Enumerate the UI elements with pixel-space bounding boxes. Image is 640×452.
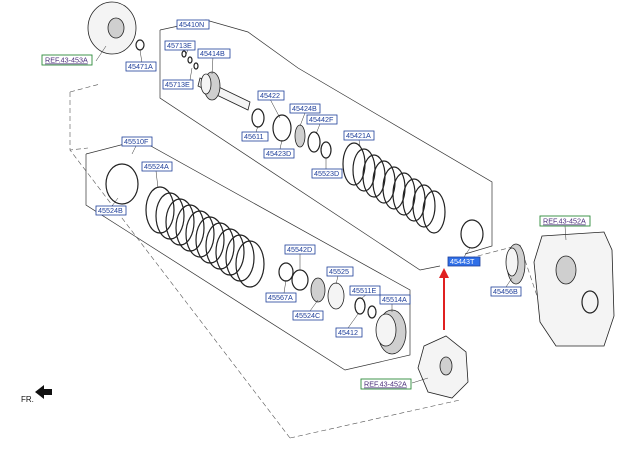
svg-text:REF.43-452A: REF.43-452A <box>543 217 586 226</box>
cover-plate <box>417 335 469 399</box>
svg-text:45524A: 45524A <box>144 162 169 171</box>
part-label-45456b[interactable]: 45456B <box>490 286 522 297</box>
shaft-rings <box>251 108 332 159</box>
drum-assembly <box>87 1 145 55</box>
svg-text:45422: 45422 <box>260 91 280 100</box>
ref-label-452a-right[interactable]: REF.43-452A <box>539 215 591 227</box>
part-label-45443t-selected[interactable]: 45443T <box>447 256 481 267</box>
front-direction-indicator: FR. <box>21 385 52 404</box>
part-label-45421a[interactable]: 45421A <box>343 130 375 141</box>
svg-text:45412: 45412 <box>338 328 358 337</box>
part-label-45511e[interactable]: 45511E <box>349 285 381 296</box>
seal-rings-small <box>181 50 199 70</box>
svg-text:45421A: 45421A <box>346 131 371 140</box>
part-label-45422[interactable]: 45422 <box>257 90 285 101</box>
front-label: FR. <box>21 395 34 404</box>
part-label-45713e-top[interactable]: 45713E <box>164 40 196 51</box>
svg-text:45410N: 45410N <box>179 20 204 29</box>
svg-text:45713E: 45713E <box>167 41 192 50</box>
lower-clutch-pack <box>105 163 265 288</box>
part-label-45525[interactable]: 45525 <box>326 266 354 277</box>
part-label-45510f[interactable]: 45510F <box>121 136 153 147</box>
output-gear <box>505 243 526 285</box>
svg-text:45524B: 45524B <box>98 206 123 215</box>
svg-text:45424B: 45424B <box>292 104 317 113</box>
front-arrow-icon <box>35 385 52 399</box>
svg-text:45414B: 45414B <box>200 49 225 58</box>
part-label-45524b[interactable]: 45524B <box>95 205 127 216</box>
transmission-case <box>533 231 615 347</box>
part-label-45424b[interactable]: 45424B <box>289 103 321 114</box>
part-label-45611[interactable]: 45611 <box>241 131 269 142</box>
svg-text:45510F: 45510F <box>124 137 149 146</box>
svg-text:45524C: 45524C <box>295 311 320 320</box>
svg-text:45423D: 45423D <box>266 149 291 158</box>
svg-text:45542D: 45542D <box>287 245 312 254</box>
part-label-45524a[interactable]: 45524A <box>141 161 173 172</box>
piston-parts <box>278 262 407 355</box>
svg-text:45567A: 45567A <box>268 293 293 302</box>
part-label-45542d[interactable]: 45542D <box>284 244 316 255</box>
svg-text:45511E: 45511E <box>352 286 376 295</box>
svg-text:45443T: 45443T <box>450 257 475 266</box>
svg-text:45523D: 45523D <box>314 169 339 178</box>
part-label-45410n[interactable]: 45410N <box>176 19 210 30</box>
part-label-45713e-bottom[interactable]: 45713E <box>162 79 194 90</box>
part-label-45423d[interactable]: 45423D <box>263 148 295 159</box>
part-label-45514a[interactable]: 45514A <box>379 294 411 305</box>
svg-text:REF.43-453A: REF.43-453A <box>45 56 88 65</box>
part-label-45412[interactable]: 45412 <box>335 327 363 338</box>
part-label-45567a[interactable]: 45567A <box>265 292 297 303</box>
svg-text:REF.43-452A: REF.43-452A <box>364 380 407 389</box>
ref-label-452a-bottom[interactable]: REF.43-452A <box>360 378 412 390</box>
highlight-arrow <box>439 268 449 330</box>
svg-text:45611: 45611 <box>244 132 263 141</box>
svg-text:45471A: 45471A <box>128 62 153 71</box>
ref-label-453a[interactable]: REF.43-453A <box>41 54 93 66</box>
part-label-45414b[interactable]: 45414B <box>197 48 231 59</box>
part-label-45442f[interactable]: 45442F <box>306 114 338 125</box>
part-label-45524c[interactable]: 45524C <box>292 310 324 321</box>
main-shaft <box>197 71 251 111</box>
part-label-45471a[interactable]: 45471A <box>125 61 157 72</box>
upper-clutch-pack <box>342 142 484 249</box>
svg-text:45514A: 45514A <box>382 295 407 304</box>
svg-text:45442F: 45442F <box>309 115 334 124</box>
svg-text:45525: 45525 <box>329 267 349 276</box>
leader-lines <box>95 45 567 384</box>
svg-text:45456B: 45456B <box>493 287 518 296</box>
part-label-45523d[interactable]: 45523D <box>311 168 343 179</box>
svg-text:45713E: 45713E <box>165 80 190 89</box>
